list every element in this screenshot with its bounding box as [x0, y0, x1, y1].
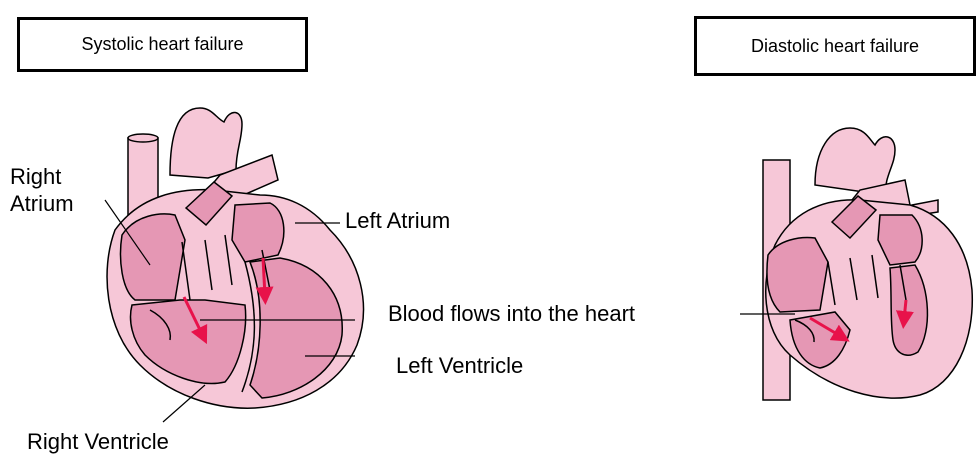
label-left-ventricle: Left Ventricle: [396, 352, 523, 379]
flow-arrow-left-ventricle: [263, 258, 265, 296]
flow-arrow-diastolic-lv: [904, 300, 906, 320]
diastolic-title: Diastolic heart failure: [751, 36, 919, 57]
systolic-title: Systolic heart failure: [81, 34, 243, 55]
diastolic-heart-illustration: [763, 128, 972, 400]
right-atrium-chamber: [121, 214, 185, 300]
left-atrium-chamber: [232, 203, 284, 262]
label-right-ventricle: Right Ventricle: [27, 428, 169, 455]
systolic-title-box: Systolic heart failure: [17, 17, 308, 72]
label-blood-flow: Blood flows into the heart: [388, 300, 635, 327]
aorta: [170, 108, 242, 178]
diastolic-title-box: Diastolic heart failure: [694, 16, 976, 76]
label-right-atrium: Right Atrium: [10, 163, 74, 217]
label-left-atrium: Left Atrium: [345, 207, 450, 234]
